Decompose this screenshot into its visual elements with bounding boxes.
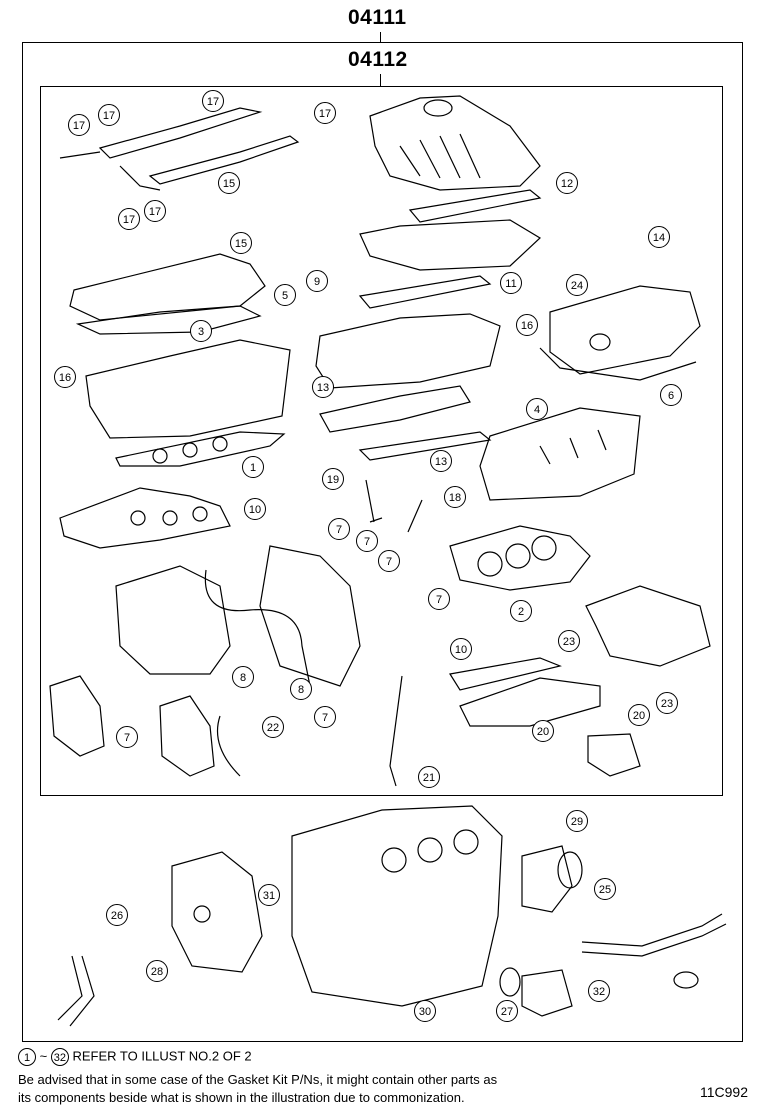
callout-29: 29 <box>566 810 588 832</box>
callout-17: 17 <box>144 200 166 222</box>
lower-parts-illustration <box>57 805 727 1027</box>
callout-30: 30 <box>414 1000 436 1022</box>
callout-7: 7 <box>314 706 336 728</box>
callout-17: 17 <box>314 102 336 124</box>
callout-2: 2 <box>510 600 532 622</box>
callout-7: 7 <box>356 530 378 552</box>
outer-kit-frame <box>22 42 743 1042</box>
callout-8: 8 <box>290 678 312 700</box>
callout-3: 3 <box>190 320 212 342</box>
callout-7: 7 <box>328 518 350 540</box>
callout-13: 13 <box>312 376 334 398</box>
callout-17: 17 <box>68 114 90 136</box>
callout-7: 7 <box>378 550 400 572</box>
callout-17: 17 <box>202 90 224 112</box>
callout-25: 25 <box>594 878 616 900</box>
reference-note: 1 ~ 32 REFER TO ILLUST NO.2 OF 2 <box>18 1048 252 1066</box>
callout-28: 28 <box>146 960 168 982</box>
callout-7: 7 <box>428 588 450 610</box>
ref-tilde: ~ <box>39 1048 48 1064</box>
advisory-line-1: Be advised that in some case of the Gask… <box>18 1072 498 1087</box>
inner-code-leader <box>380 74 381 86</box>
callout-22: 22 <box>262 716 284 738</box>
callout-12: 12 <box>556 172 578 194</box>
callout-26: 26 <box>106 904 128 926</box>
ref-end-callout: 32 <box>50 1048 69 1066</box>
callout-27: 27 <box>496 1000 518 1022</box>
callout-7: 7 <box>116 726 138 748</box>
callout-5: 5 <box>274 284 296 306</box>
callout-24: 24 <box>566 274 588 296</box>
callout-15: 15 <box>230 232 252 254</box>
advisory-line-2: its components beside what is shown in t… <box>18 1090 465 1105</box>
callout-6: 6 <box>660 384 682 406</box>
callout-16: 16 <box>54 366 76 388</box>
ref-text: REFER TO ILLUST NO.2 OF 2 <box>72 1048 252 1064</box>
callout-32: 32 <box>588 980 610 1002</box>
callout-16: 16 <box>516 314 538 336</box>
callout-20: 20 <box>532 720 554 742</box>
callout-14: 14 <box>648 226 670 248</box>
inner-kit-frame <box>40 86 723 796</box>
callout-23: 23 <box>558 630 580 652</box>
callout-18: 18 <box>444 486 466 508</box>
callout-31: 31 <box>258 884 280 906</box>
callout-10: 10 <box>244 498 266 520</box>
callout-10: 10 <box>450 638 472 660</box>
callout-13: 13 <box>430 450 452 472</box>
ref-start-callout: 1 <box>18 1048 36 1066</box>
callout-23: 23 <box>656 692 678 714</box>
callout-19: 19 <box>322 468 344 490</box>
illustration-code: 11C992 <box>699 1084 748 1100</box>
callout-9: 9 <box>306 270 328 292</box>
callout-8: 8 <box>232 666 254 688</box>
callout-17: 17 <box>98 104 120 126</box>
callout-11: 11 <box>500 272 522 294</box>
callout-15: 15 <box>218 172 240 194</box>
callout-4: 4 <box>526 398 548 420</box>
outer-kit-code: 04111 <box>348 6 407 29</box>
upper-parts-illustration <box>49 95 711 787</box>
callout-20: 20 <box>628 704 650 726</box>
outer-code-leader <box>380 32 381 42</box>
callout-1: 1 <box>242 456 264 478</box>
callout-17: 17 <box>118 208 140 230</box>
inner-kit-code: 04112 <box>348 48 408 71</box>
callout-21: 21 <box>418 766 440 788</box>
